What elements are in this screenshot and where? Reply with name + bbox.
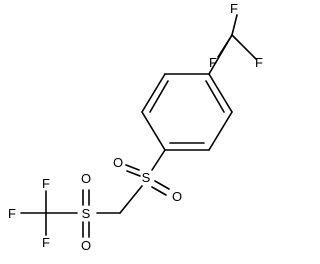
atom-f-top-left: F (209, 55, 217, 70)
bond-s-o-right-a (154, 180, 170, 190)
bond-c-f-top (231, 14, 238, 36)
atom-o-center-right: O (172, 189, 182, 204)
atom-f-left-bottom: F (42, 235, 50, 250)
ring-bond-5 (208, 111, 233, 151)
ring-bond-6 (208, 73, 233, 113)
bond-c-f-right (231, 34, 257, 60)
structure-diagram: F F F S O O S O O F F F (8, 1, 263, 253)
atom-o-center-left: O (113, 155, 123, 170)
ring-double-bond-1 (149, 80, 169, 113)
atom-o-left-bottom: O (81, 238, 91, 253)
bond-ring-s (151, 149, 166, 171)
ring-bond-2 (141, 73, 166, 113)
ring-bond-3 (141, 111, 166, 151)
molecule-drawing: F F F S O O S O O F F F (8, 1, 263, 253)
bond-s-o-left-b (126, 170, 141, 177)
ring-double-bond-3 (205, 80, 225, 113)
bond-cf3-ring (208, 34, 233, 75)
bond-s-ch2 (119, 185, 143, 214)
atom-o-left-top: O (81, 171, 91, 186)
bond-layer (20, 14, 257, 238)
bond-s-o-left-a (125, 164, 140, 171)
atom-s-center: S (142, 170, 151, 185)
atom-f-left-top: F (42, 176, 50, 191)
atom-f-top-right: F (255, 55, 263, 70)
atom-s-left: S (82, 206, 91, 221)
atom-f-left-left: F (8, 206, 16, 221)
atom-f-top: F (230, 1, 238, 16)
atom-labels: F F F S O O S O O F F F (8, 1, 263, 253)
bond-s-o-right-b (151, 186, 167, 196)
